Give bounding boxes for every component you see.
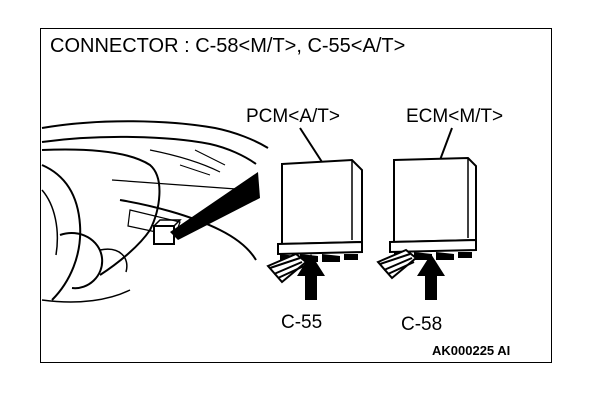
diagram-frame [40,28,552,363]
pointer-wedge [170,172,260,240]
arrow-c58 [417,254,445,300]
connector-label-c58: C-58 [401,314,442,335]
pcm-label: PCM<A/T> [246,106,340,127]
pcm-unit: PCM<A/T> [246,106,363,284]
ecm-unit: ECM<M/T> [376,106,503,280]
dashboard-illustration [41,120,269,303]
figure-code: AK000225 AI [432,343,510,358]
arrow-c55 [297,254,325,300]
connector-label-c55: C-55 [281,312,322,333]
diagram-title: CONNECTOR : C-58<M/T>, C-55<A/T> [50,35,405,57]
ecm-label: ECM<M/T> [406,106,503,127]
